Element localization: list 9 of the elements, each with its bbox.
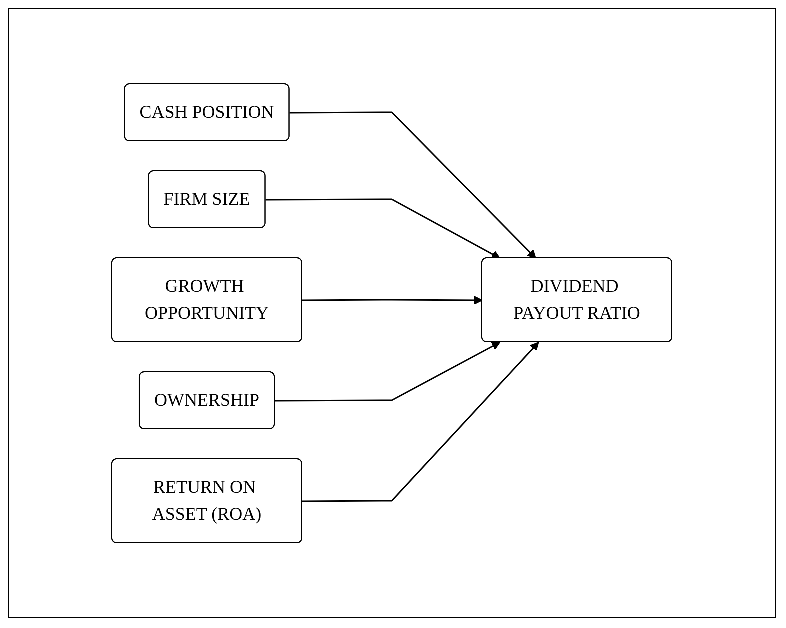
- arrow: [275, 342, 501, 402]
- node-text: DIVIDEND PAYOUT RATIO: [514, 276, 640, 322]
- arrow: [302, 342, 540, 502]
- diagram-frame: CASH POSITION FIRM SIZE GROWTH OPPORTUNITY OWNERSHIP RETURN ON ASSET (ROA) DIVIDEND PAYOUT RATIO: [8, 8, 776, 618]
- node-text: RETURN ON ASSET (ROA): [152, 476, 262, 524]
- arrow: [266, 198, 501, 258]
- arrow: [302, 296, 483, 304]
- node-text: GROWTH OPPORTUNITY: [145, 276, 269, 322]
- arrow: [290, 111, 536, 258]
